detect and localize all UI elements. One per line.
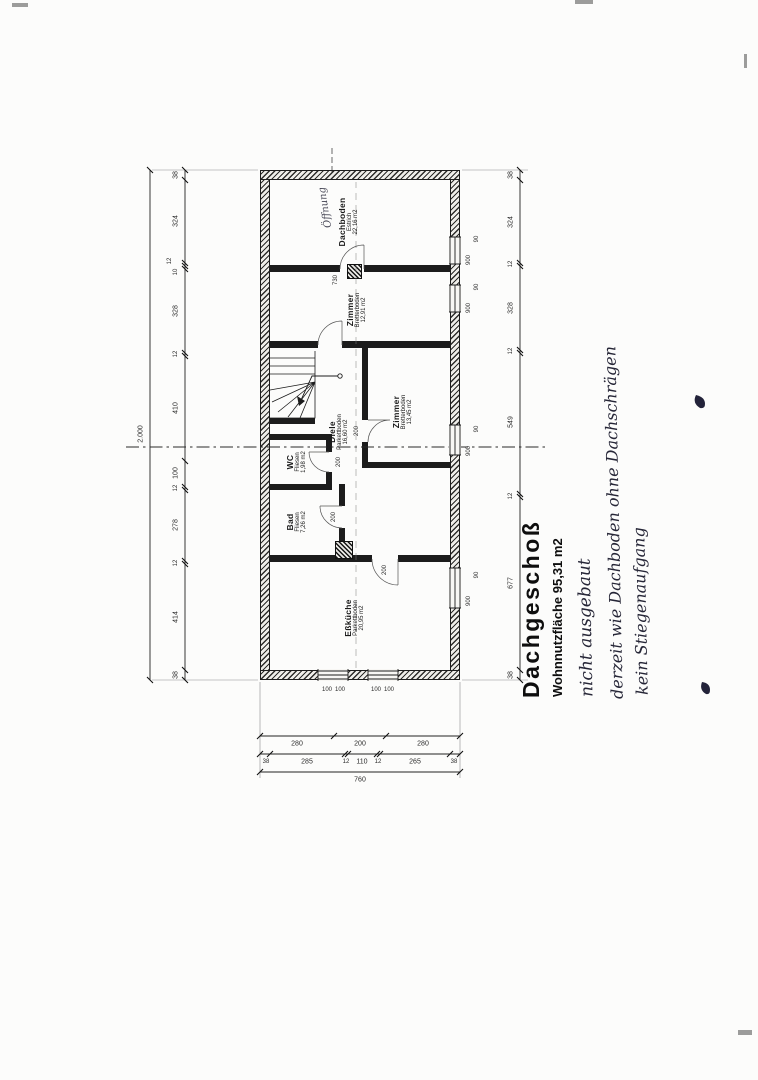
door-arcs: [308, 244, 399, 586]
window-dim-label: 90: [474, 235, 480, 243]
dim-label: 38: [450, 759, 458, 765]
dim-label: 280: [291, 740, 303, 748]
stair-direction-arrow: [297, 373, 343, 406]
dim-label: 410: [172, 402, 180, 414]
dim-total-length: 2.000: [137, 425, 145, 443]
room-area: 1,98 m2: [301, 451, 307, 473]
dim-label: 100: [172, 467, 180, 479]
window-dim-label: 100: [321, 687, 333, 693]
door-dim-label: 200: [354, 425, 360, 437]
room-name: Eßküche: [343, 599, 353, 637]
door-dim-label: 200: [382, 564, 388, 576]
dim-label: 12: [342, 759, 350, 765]
dim-label: 38: [262, 759, 270, 765]
door-dim-label: 730: [333, 274, 339, 286]
dim-label: 549: [507, 416, 515, 428]
handwritten-note: nicht ausgebaut: [574, 558, 598, 698]
dim-label: 38: [507, 171, 515, 179]
dim-label: 38: [172, 671, 180, 679]
dim-label: 38: [507, 671, 515, 679]
room-label-zimmer2: Zimmer Bretterboden 13,45 m2: [391, 395, 413, 430]
section-line: [126, 146, 548, 448]
dim-label: 12: [173, 484, 179, 492]
dim-label: 12: [374, 759, 382, 765]
room-label-bad: Bad Fliesen 7,26 m2: [285, 511, 307, 533]
page-title: Dachgeschoß: [518, 519, 544, 698]
window-dim-label: 100: [334, 687, 346, 693]
window-dim-label: 900: [466, 302, 472, 314]
room-label-zimmer1: Zimmer Bretterboden 12,91 m2: [345, 293, 367, 328]
door-dim-label: 200: [331, 511, 337, 523]
dim-label: 200: [354, 740, 366, 748]
window-dim-label: 90: [474, 283, 480, 291]
room-area: 22,16 m2: [353, 209, 359, 235]
dim-label: 38: [172, 171, 180, 179]
dim-label: 265: [409, 758, 421, 766]
door-dim-label: 200: [336, 456, 342, 468]
dim-label: 12: [173, 350, 179, 358]
room-name: Zimmer: [391, 395, 401, 429]
dim-depth-total: 760: [354, 776, 366, 784]
scan-artifact: [12, 3, 28, 7]
window-dim-label: 900: [466, 445, 472, 457]
extension-lines: [152, 169, 528, 778]
room-area: 12,91 m2: [361, 297, 367, 323]
windows: [317, 236, 461, 681]
room-name: Diele: [327, 421, 337, 443]
window-dim-label: 900: [466, 254, 472, 266]
dim-label: 278: [172, 519, 180, 531]
window-dim-label: 100: [383, 687, 395, 693]
room-area: 20,95 m2: [359, 605, 365, 631]
dim-label: 324: [172, 215, 180, 227]
dimension-lines: [149, 170, 521, 773]
dim-label: 414: [172, 611, 180, 623]
dim-label: 110: [356, 758, 368, 766]
room-label-dachboden: Dachboden Estrich 22,16 m2: [337, 198, 359, 247]
dim-label: 324: [507, 216, 515, 228]
room-area: 16,60 m2: [343, 419, 349, 445]
room-name: Dachboden: [337, 197, 347, 247]
dim-label: 12: [508, 492, 514, 500]
dim-label: 328: [507, 302, 515, 314]
room-label-wc: WC Fliesen 1,98 m2: [285, 451, 307, 473]
dim-label: 12: [508, 347, 514, 355]
ink-squiggle: [694, 395, 710, 695]
dimension-ticks: [146, 166, 524, 776]
room-area: 13,45 m2: [407, 399, 413, 425]
dim-label: 12: [167, 257, 173, 265]
dim-label: 677: [507, 577, 515, 589]
scan-artifact: [744, 54, 747, 68]
window-dim-label: 90: [474, 571, 480, 579]
room-label-esskueche: Eßküche Parkettboden 20,95 m2: [343, 599, 365, 637]
window-dim-label: 100: [370, 687, 382, 693]
page-subtitle-area: Wohnnutzfläche 95,31 m2: [550, 538, 565, 697]
room-name: Bad: [285, 513, 295, 531]
dim-label: 280: [417, 740, 429, 748]
dim-label: 328: [172, 305, 180, 317]
window-dim-label: 90: [474, 425, 480, 433]
dim-label: 285: [301, 758, 313, 766]
room-name: WC: [285, 454, 295, 470]
dim-label: 10: [173, 268, 179, 276]
handwritten-note: kein Stiegenaufgang: [629, 527, 652, 696]
room-label-diele: Diele Parkettboden 16,60 m2: [327, 414, 349, 450]
room-area: 7,26 m2: [301, 511, 307, 533]
dim-label: 12: [173, 559, 179, 567]
scan-artifact: [575, 0, 593, 4]
stair: [269, 351, 316, 419]
room-name: Zimmer: [345, 293, 355, 327]
dim-label: 12: [508, 260, 514, 268]
scan-artifact: [738, 1030, 752, 1035]
window-dim-label: 900: [466, 595, 472, 607]
